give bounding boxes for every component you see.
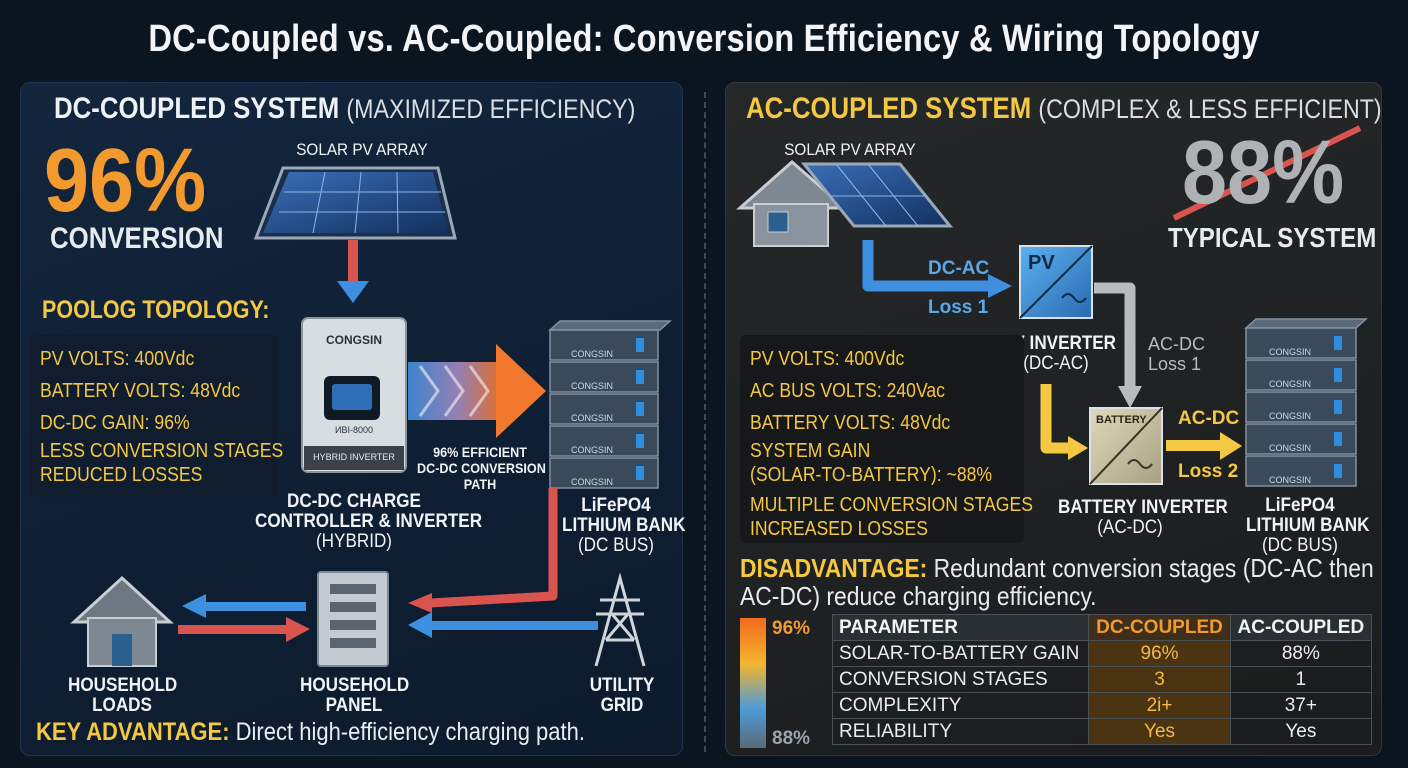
dc-key-advantage: KEY ADVANTAGE: Direct high-efficiency ch… bbox=[36, 718, 585, 746]
efficiency-color-scale bbox=[740, 618, 766, 748]
ac-flow-dcac: DC-AC bbox=[928, 258, 990, 279]
pv-inverter-label: PV INVERTER(DC-AC) bbox=[1002, 333, 1117, 374]
dc-big-value: 96% bbox=[44, 131, 207, 231]
dc-note-1: LESS CONVERSION STAGES bbox=[40, 440, 284, 462]
strike-through-line bbox=[1172, 125, 1362, 221]
dc-spec-3: DC-DC GAIN: 96% bbox=[40, 412, 190, 434]
utility-tower-icon bbox=[594, 572, 646, 667]
dc-solar-down-arrow bbox=[348, 240, 358, 282]
panel-divider bbox=[704, 92, 706, 752]
ac-spec-2: AC BUS VOLTS: 240Vac bbox=[750, 380, 945, 402]
table-header-parameter: PARAMETER bbox=[831, 614, 1090, 641]
dc-efficient-path-arrow bbox=[408, 344, 546, 438]
pv-inverter-icon bbox=[1019, 245, 1093, 319]
ac-acdc-arrow-2 bbox=[1166, 440, 1222, 451]
dc-spec-1: PV VOLTS: 400Vdc bbox=[40, 348, 195, 370]
ac-loss2: Loss 2 bbox=[1178, 461, 1239, 482]
ac-big-label: TYPICAL SYSTEM bbox=[1168, 222, 1377, 253]
ac-loss1: Loss 1 bbox=[928, 297, 989, 318]
scale-top-label: 96% bbox=[772, 618, 811, 639]
dc-solar-panel-icon bbox=[253, 166, 457, 240]
dc-big-label: CONVERSION bbox=[50, 222, 224, 255]
ac-house-solar-icon bbox=[736, 160, 954, 247]
ac-disadvantage: DISADVANTAGE: Redundant conversion stage… bbox=[740, 553, 1374, 611]
table-header-dc: DC-COUPLED bbox=[1088, 614, 1231, 641]
panel-to-house-blue-arrow bbox=[204, 602, 306, 611]
inverter-model: ИВI-8000 bbox=[335, 425, 373, 435]
comparison-table: PARAMETER DC-COUPLED AC-COUPLED SOLAR-TO… bbox=[831, 614, 1373, 745]
dc-house-icon bbox=[70, 575, 174, 667]
ac-solar-label: SOLAR PV ARRAY bbox=[784, 140, 916, 159]
dc-spec-2: BATTERY VOLTS: 48Vdc bbox=[40, 380, 241, 402]
ac-acdc-arrow-1 bbox=[1094, 282, 1136, 388]
ac-spec-4: SYSTEM GAIN bbox=[750, 440, 871, 462]
dc-note-2: REDUCED LOSSES bbox=[40, 464, 203, 486]
page-title: DC-Coupled vs. AC-Coupled: Conversion Ef… bbox=[148, 18, 1260, 60]
inverter-brand: CONGSIN bbox=[325, 333, 382, 347]
battery-inverter-label: BATTERY INVERTER(AC-DC) bbox=[1058, 497, 1228, 538]
dc-topology-title: POOLOG TOPOLOGY: bbox=[42, 296, 270, 324]
dc-solar-label: SOLAR PV ARRAY bbox=[296, 140, 428, 159]
house-to-panel-red-arrow bbox=[178, 625, 288, 634]
ac-battery-stack-icon bbox=[1244, 318, 1368, 487]
hybrid-inverter-icon bbox=[301, 317, 407, 473]
inverter-badge: HYBRID INVERTER bbox=[313, 452, 395, 462]
dc-specs-box: PV VOLTS: 400Vdc BATTERY VOLTS: 48Vdc DC… bbox=[30, 335, 284, 497]
pv-box-label: PV bbox=[1028, 252, 1055, 274]
ac-big-value: 88% bbox=[1182, 123, 1345, 223]
scale-bottom-label: 88% bbox=[772, 728, 811, 749]
household-panel-icon bbox=[317, 571, 389, 667]
ac-acdc2-label: AC-DC bbox=[1178, 408, 1240, 429]
battery-inverter-icon bbox=[1089, 407, 1163, 485]
dc-battery-stack-icon bbox=[548, 320, 672, 489]
grid-to-panel-arrow bbox=[430, 621, 598, 630]
ac-spec-3: BATTERY VOLTS: 48Vdc bbox=[750, 412, 951, 434]
ac-header: AC-COUPLED SYSTEM (COMPLEX & LESS EFFICI… bbox=[746, 92, 1382, 125]
ac-specs-box: PV VOLTS: 400Vdc AC BUS VOLTS: 240Vac BA… bbox=[740, 335, 1033, 543]
batt-box-label: BATTERY bbox=[1096, 414, 1147, 426]
table-header-row: PARAMETER DC-COUPLED AC-COUPLED bbox=[831, 614, 1373, 641]
ac-spec-5: (SOLAR-TO-BATTERY): ~88% bbox=[750, 464, 993, 486]
dc-bus-line bbox=[429, 488, 558, 608]
dc-header: DC-COUPLED SYSTEM (MAXIMIZED EFFICIENCY) bbox=[54, 92, 636, 125]
table-header-ac: AC-COUPLED bbox=[1229, 614, 1373, 641]
ac-dcac-arrow bbox=[862, 240, 990, 292]
ac-yellow-arrow bbox=[1040, 384, 1070, 454]
ac-note-1: MULTIPLE CONVERSION STAGES bbox=[750, 494, 1033, 516]
ac-note-2: INCREASED LOSSES bbox=[750, 518, 929, 540]
ac-spec-1: PV VOLTS: 400Vdc bbox=[750, 348, 905, 370]
